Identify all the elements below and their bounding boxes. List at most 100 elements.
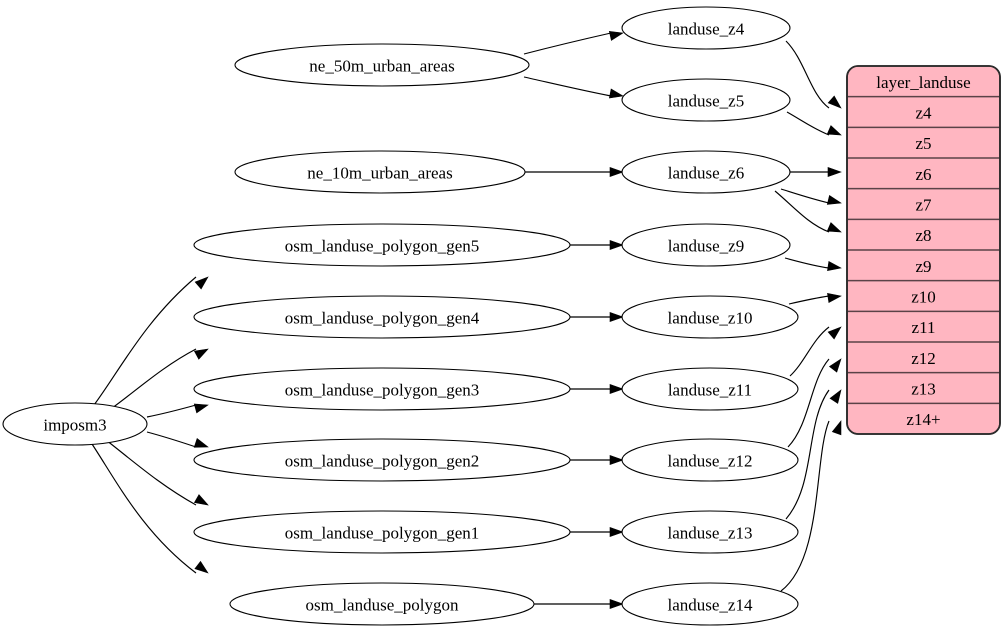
table-row-z11[interactable]: z11 [847, 310, 1000, 337]
node-label: landuse_z13 [668, 524, 753, 543]
node-shape [621, 223, 791, 267]
node-shape [621, 582, 799, 626]
node-label: osm_landuse_polygon_gen2 [285, 452, 480, 471]
node-landuse_z4[interactable]: landuse_z4 [621, 6, 791, 50]
node-landuse_z12[interactable]: landuse_z12 [621, 438, 799, 482]
node-label: osm_landuse_polygon_gen4 [285, 309, 480, 328]
table-row-z5[interactable]: z5 [847, 126, 1000, 153]
node-shape [193, 223, 571, 267]
table-row-z10[interactable]: z10 [847, 279, 1000, 307]
arrowhead [193, 494, 209, 506]
edge-osm_landuse_polygon_gen2-to-landuse_z12 [570, 454, 624, 466]
node-osm_landuse_polygon_gen5[interactable]: osm_landuse_polygon_gen5 [193, 223, 571, 267]
edge-imposm3-to-osm_landuse_polygon_gen3 [146, 403, 209, 418]
node-label: osm_landuse_polygon_gen3 [285, 381, 480, 400]
table-row-z8[interactable]: z8 [847, 218, 1000, 245]
row-label: z9 [915, 257, 931, 276]
edge-ne_10m_urban_areas-to-landuse_z6 [525, 166, 624, 178]
arrowhead [608, 31, 624, 41]
table-row-z7[interactable]: z7 [847, 187, 1000, 215]
row-label: z5 [915, 134, 931, 153]
arrowhead [826, 125, 842, 136]
edge-landuse_z11-to-z11 [789, 326, 842, 377]
row-label: z13 [911, 380, 936, 399]
arrowhead [609, 166, 624, 178]
node-shape [193, 510, 571, 554]
arrowhead [827, 261, 842, 271]
node-label: imposm3 [43, 416, 106, 435]
node-shape [234, 43, 530, 87]
node-osm_landuse_polygon[interactable]: osm_landuse_polygon [229, 582, 535, 626]
node-shape [621, 295, 799, 339]
row-label: z12 [911, 349, 936, 368]
arrowhead [194, 276, 209, 290]
nodes-layer: imposm3 ne_50m_urban_areas ne_10m_urban_ar… [2, 6, 799, 626]
edge-imposm3-to-osm_landuse_polygon [91, 443, 209, 574]
node-label: osm_landuse_polygon_gen5 [285, 237, 480, 256]
edge-landuse_z6-to-z7 [780, 188, 842, 205]
node-landuse_z6[interactable]: landuse_z6 [621, 150, 791, 194]
arrowhead [826, 222, 842, 233]
node-shape [193, 295, 571, 339]
node-shape [621, 150, 791, 194]
row-label: z14+ [906, 410, 940, 429]
table-row-z12[interactable]: z12 [847, 341, 1000, 368]
node-label: landuse_z5 [668, 92, 744, 111]
edge-landuse_z4-to-z4 [785, 40, 842, 109]
table-row-z9[interactable]: z9 [847, 249, 1000, 276]
node-osm_landuse_polygon_gen3[interactable]: osm_landuse_polygon_gen3 [193, 367, 571, 411]
edge-imposm3-to-osm_landuse_polygon_gen1 [105, 439, 209, 506]
arrowhead [193, 438, 209, 448]
table-outline [846, 65, 1001, 435]
arrowhead [827, 166, 842, 178]
node-label: landuse_z10 [668, 309, 753, 328]
edge-osm_landuse_polygon_gen5-to-landuse_z9 [570, 239, 624, 251]
node-landuse_z14[interactable]: landuse_z14 [621, 582, 799, 626]
node-shape [621, 438, 799, 482]
node-landuse_z11[interactable]: landuse_z11 [621, 367, 799, 411]
row-label: z11 [912, 318, 936, 337]
arrowhead [826, 194, 842, 205]
node-landuse_z10[interactable]: landuse_z10 [621, 295, 799, 339]
node-label: landuse_z4 [668, 20, 745, 39]
arrowhead [831, 420, 842, 436]
node-shape [621, 6, 791, 50]
arrowhead [609, 454, 624, 466]
edge-landuse_z14-to-z14+ [780, 420, 842, 592]
node-osm_landuse_polygon_gen4[interactable]: osm_landuse_polygon_gen4 [193, 295, 571, 339]
node-label: ne_10m_urban_areas [307, 164, 452, 183]
node-imposm3[interactable]: imposm3 [2, 402, 148, 446]
row-label: z10 [911, 288, 936, 307]
table-layer-landuse: layer_landusez4z5z6z7z8z9z10z11z12z13z14… [846, 65, 1001, 435]
node-landuse_z13[interactable]: landuse_z13 [621, 510, 799, 554]
node-shape [621, 367, 799, 411]
edges-layer [91, 31, 842, 610]
node-label: osm_landuse_polygon [306, 596, 459, 615]
node-shape [621, 510, 799, 554]
edge-imposm3-to-osm_landuse_polygon_gen2 [146, 431, 209, 448]
table-row-z4[interactable]: z4 [847, 95, 1000, 123]
table-row-z14+[interactable]: z14+ [847, 402, 1000, 429]
node-label: landuse_z11 [668, 381, 752, 400]
row-label: z4 [915, 104, 932, 123]
node-landuse_z5[interactable]: landuse_z5 [621, 78, 791, 122]
edge-osm_landuse_polygon-to-landuse_z14 [534, 598, 624, 610]
node-ne_50m_urban_areas[interactable]: ne_50m_urban_areas [234, 43, 530, 87]
node-landuse_z9[interactable]: landuse_z9 [621, 223, 791, 267]
node-osm_landuse_polygon_gen1[interactable]: osm_landuse_polygon_gen1 [193, 510, 571, 554]
table-row-z13[interactable]: z13 [847, 371, 1000, 399]
edge-landuse_z12-to-z12 [787, 358, 842, 448]
arrowhead [609, 239, 624, 251]
arrowhead [827, 293, 842, 303]
edge-osm_landuse_polygon_gen4-to-landuse_z10 [570, 311, 624, 323]
node-label: ne_50m_urban_areas [309, 57, 454, 76]
edge-imposm3-to-osm_landuse_polygon_gen5 [93, 276, 209, 406]
node-osm_landuse_polygon_gen2[interactable]: osm_landuse_polygon_gen2 [193, 438, 571, 482]
edge-imposm3-to-osm_landuse_polygon_gen4 [107, 348, 209, 412]
arrowhead [609, 598, 624, 610]
node-ne_10m_urban_areas[interactable]: ne_10m_urban_areas [234, 150, 526, 194]
edge-landuse_z6-to-z6 [790, 166, 842, 178]
table-row-z6[interactable]: z6 [847, 157, 1000, 184]
